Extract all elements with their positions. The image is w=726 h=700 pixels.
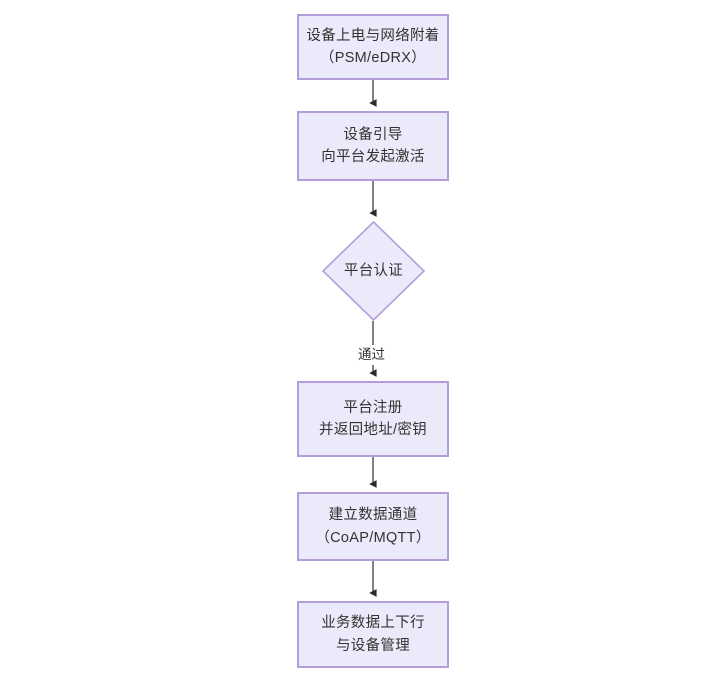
flow-node-label: 并返回地址/密钥	[319, 422, 427, 438]
flow-node-decision[interactable]: 平台认证	[322, 221, 425, 321]
flow-node-label: 设备引导	[343, 126, 403, 143]
flow-node-label: 与设备管理	[336, 637, 410, 654]
flow-node-label: 业务数据上下行	[321, 615, 425, 632]
flow-node-label: 建立数据通道	[328, 507, 418, 524]
flow-node-label: （PSM/eDRX）	[319, 50, 427, 66]
flow-node-label: （CoAP/MQTT）	[315, 529, 431, 546]
flow-node-process[interactable]: 平台注册并返回地址/密钥	[297, 381, 449, 457]
flow-node-process[interactable]: 设备引导向平台发起激活	[297, 111, 449, 181]
diamond-shape	[322, 221, 425, 321]
edge-label: 通过	[355, 345, 388, 365]
flow-node-label: 平台注册	[343, 399, 403, 416]
flow-node-label: 平台认证	[343, 262, 404, 279]
flow-node-label: 设备上电与网络附着	[306, 27, 440, 44]
flow-node-process[interactable]: 业务数据上下行与设备管理	[297, 601, 449, 668]
flow-node-process[interactable]: 建立数据通道 （CoAP/MQTT）	[297, 492, 449, 561]
flow-node-process[interactable]: 设备上电与网络附着 （PSM/eDRX）	[297, 14, 449, 80]
flow-node-label: 向平台发起激活	[321, 149, 425, 165]
